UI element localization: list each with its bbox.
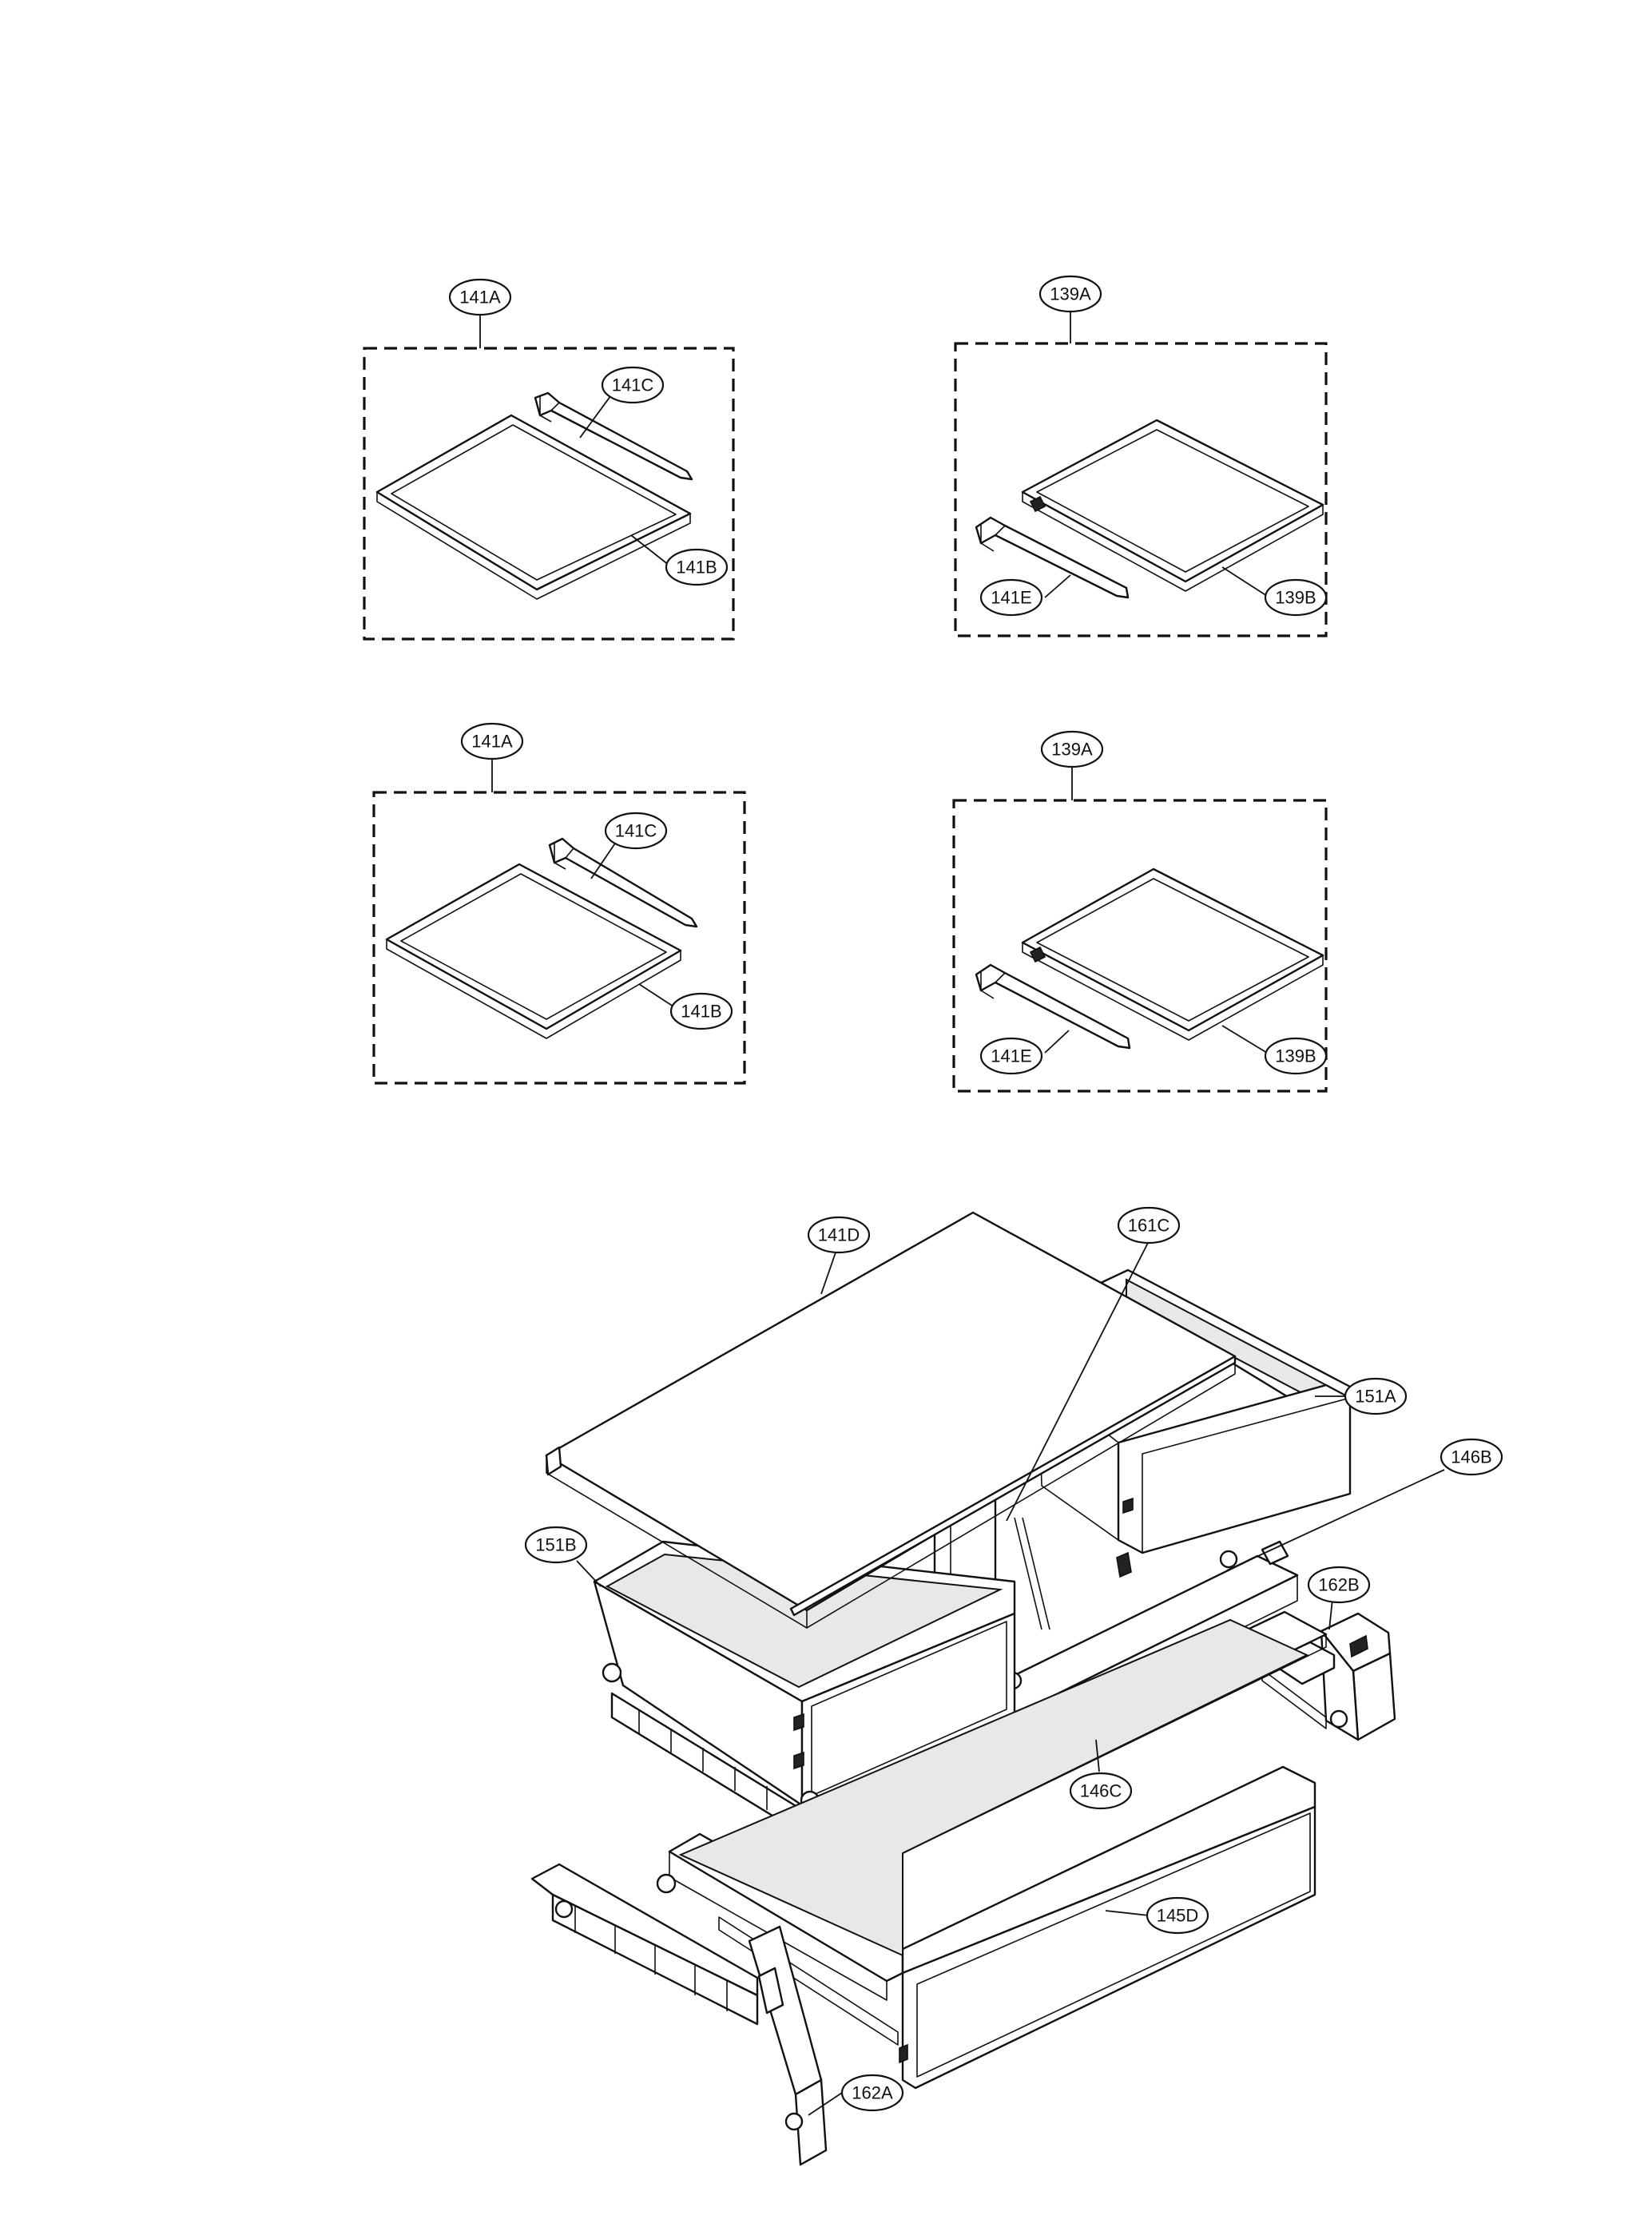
drawer-151b bbox=[593, 1540, 1016, 1832]
label-139b-top: 139B bbox=[1264, 578, 1328, 617]
svg-text:139A: 139A bbox=[1051, 740, 1093, 760]
label-141a-middle: 141A bbox=[460, 722, 524, 760]
label-141d: 141D bbox=[807, 1216, 871, 1254]
label-151a: 151A bbox=[1344, 1377, 1408, 1415]
svg-text:141C: 141C bbox=[615, 821, 657, 841]
svg-text:141A: 141A bbox=[471, 732, 513, 752]
label-141a-top: 141A bbox=[448, 278, 512, 316]
glass-shelf-139b-middle bbox=[1021, 867, 1324, 1041]
glass-cover-141d bbox=[545, 1211, 1237, 1629]
svg-text:141C: 141C bbox=[612, 375, 654, 395]
svg-text:139B: 139B bbox=[1275, 588, 1316, 608]
svg-text:151B: 151B bbox=[535, 1535, 576, 1555]
svg-text:162A: 162A bbox=[852, 2083, 893, 2103]
svg-text:141D: 141D bbox=[818, 1225, 860, 1245]
glass-shelf-141b-top bbox=[375, 414, 692, 600]
group-middle-right bbox=[952, 767, 1328, 1093]
svg-text:141B: 141B bbox=[681, 1002, 721, 1022]
label-141e-top: 141E bbox=[979, 578, 1043, 617]
svg-text:141E: 141E bbox=[991, 588, 1031, 608]
svg-text:162B: 162B bbox=[1318, 1575, 1359, 1595]
group-top-right bbox=[954, 312, 1328, 637]
end-cover-162b bbox=[1261, 1612, 1396, 1741]
svg-text:145D: 145D bbox=[1157, 1906, 1199, 1926]
svg-text:141E: 141E bbox=[991, 1046, 1031, 1066]
assembly-box-139a-middle bbox=[952, 799, 1328, 1093]
end-cover-162a bbox=[530, 1863, 828, 2166]
assembly-box-141a-middle bbox=[372, 791, 746, 1085]
label-139a-middle: 139A bbox=[1040, 730, 1104, 768]
svg-text:151A: 151A bbox=[1355, 1387, 1396, 1407]
label-141b-top: 141B bbox=[665, 548, 729, 586]
label-141b-middle: 141B bbox=[669, 992, 733, 1030]
label-141c-top: 141C bbox=[601, 366, 665, 404]
glass-shelf-141b-middle bbox=[385, 863, 682, 1039]
crisper-drawer-assembly bbox=[530, 1211, 1445, 2166]
assembly-box-141a-top bbox=[363, 347, 735, 641]
label-145d: 145D bbox=[1146, 1896, 1209, 1935]
group-middle-left bbox=[372, 759, 746, 1085]
label-151b: 151B bbox=[524, 1526, 588, 1564]
label-141e-middle: 141E bbox=[979, 1037, 1043, 1075]
svg-text:146B: 146B bbox=[1451, 1447, 1491, 1467]
glass-shelf-139b-top bbox=[1021, 419, 1324, 592]
svg-text:161C: 161C bbox=[1128, 1216, 1170, 1236]
assembly-box-139a-top bbox=[954, 342, 1328, 637]
label-161c: 161C bbox=[1117, 1206, 1181, 1244]
drawer-151a bbox=[1038, 1268, 1352, 1578]
group-top-left bbox=[363, 316, 735, 641]
bracket-141e-top bbox=[975, 516, 1130, 599]
drawer-145d bbox=[656, 1618, 1316, 2090]
svg-text:139B: 139B bbox=[1275, 1046, 1316, 1066]
label-146b: 146B bbox=[1440, 1438, 1503, 1476]
label-162a: 162A bbox=[840, 2074, 904, 2112]
label-146c: 146C bbox=[1069, 1772, 1133, 1810]
bracket-141c-top bbox=[534, 391, 693, 481]
bracket-141e-middle bbox=[975, 963, 1131, 1050]
svg-text:141B: 141B bbox=[676, 558, 717, 578]
label-139a-top: 139A bbox=[1038, 275, 1102, 313]
label-139b-middle: 139B bbox=[1264, 1037, 1328, 1075]
bracket-141c-middle bbox=[548, 837, 698, 928]
svg-text:146C: 146C bbox=[1080, 1781, 1122, 1801]
label-141c-middle: 141C bbox=[604, 812, 668, 850]
svg-text:139A: 139A bbox=[1050, 284, 1091, 304]
svg-text:141A: 141A bbox=[459, 288, 501, 308]
label-162b: 162B bbox=[1307, 1566, 1371, 1604]
